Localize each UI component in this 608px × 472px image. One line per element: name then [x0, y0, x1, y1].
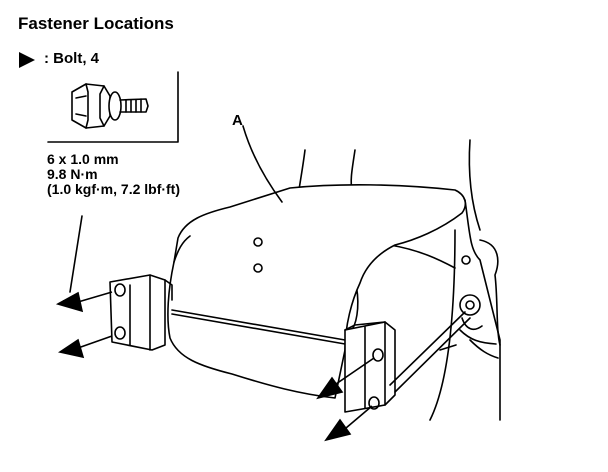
spec-leader	[69, 215, 83, 293]
seat-mount-boss	[459, 294, 481, 316]
bolt-marker-icon	[19, 52, 35, 68]
bolt-arrows	[55, 291, 375, 442]
bolt-arrow-2	[57, 335, 113, 359]
bolt-arrow-3	[316, 357, 375, 400]
seat-side-panel	[464, 199, 501, 421]
alignment-line-1	[389, 311, 466, 386]
bolt-torque: 9.8 N·m	[47, 166, 98, 182]
bolt-legend: : Bolt, 4	[44, 50, 99, 67]
callout-a-leader	[242, 125, 283, 203]
seat-cushion-a	[167, 184, 467, 399]
bolt-size: 6 x 1.0 mm	[47, 151, 119, 167]
bolt-arrow-1	[55, 291, 113, 313]
bolt-spec: 6 x 1.0 mm 9.8 N·m (1.0 kgf·m, 7.2 lbf·f…	[47, 152, 180, 197]
alignment-line-2	[394, 317, 471, 393]
left-bracket	[109, 274, 173, 351]
diagram-title: Fastener Locations	[18, 14, 174, 33]
cushion-hole-lower	[253, 263, 263, 273]
cushion-hole-upper	[253, 237, 263, 247]
legend-box-border	[47, 71, 179, 143]
bolt-icon	[71, 83, 149, 129]
bolt-torque-alt: (1.0 kgf·m, 7.2 lbf·ft)	[47, 181, 181, 197]
bolt-arrow-4	[324, 405, 373, 442]
seatback-frame-right	[468, 139, 481, 231]
callout-a-label: A	[232, 112, 243, 129]
right-bracket	[344, 321, 396, 413]
